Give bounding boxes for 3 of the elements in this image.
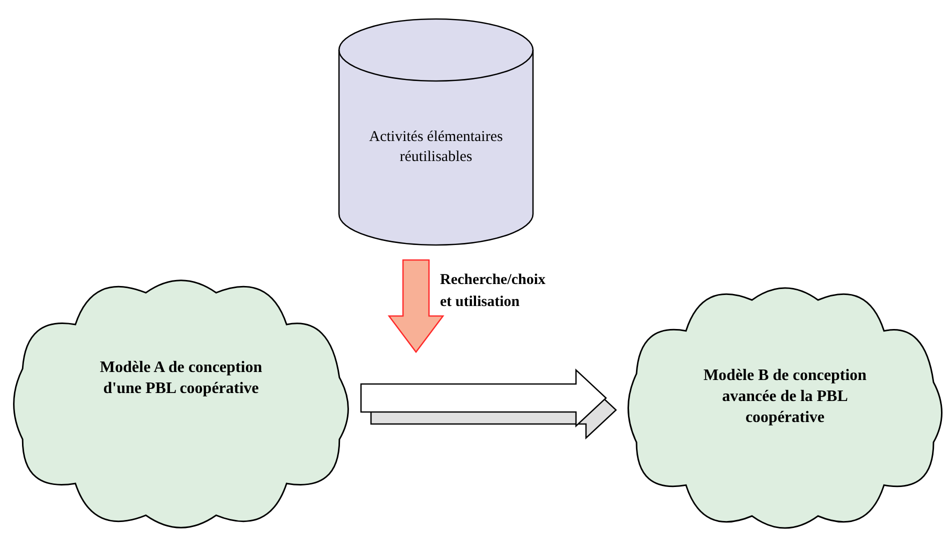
node-label: Activités élémentaires réutilisables [368,128,504,166]
node-label: Modèle A de conception d'une PBL coopérative [98,358,264,399]
node-label: Modèle B de conception avancée de la PBL coopérative [702,366,868,428]
